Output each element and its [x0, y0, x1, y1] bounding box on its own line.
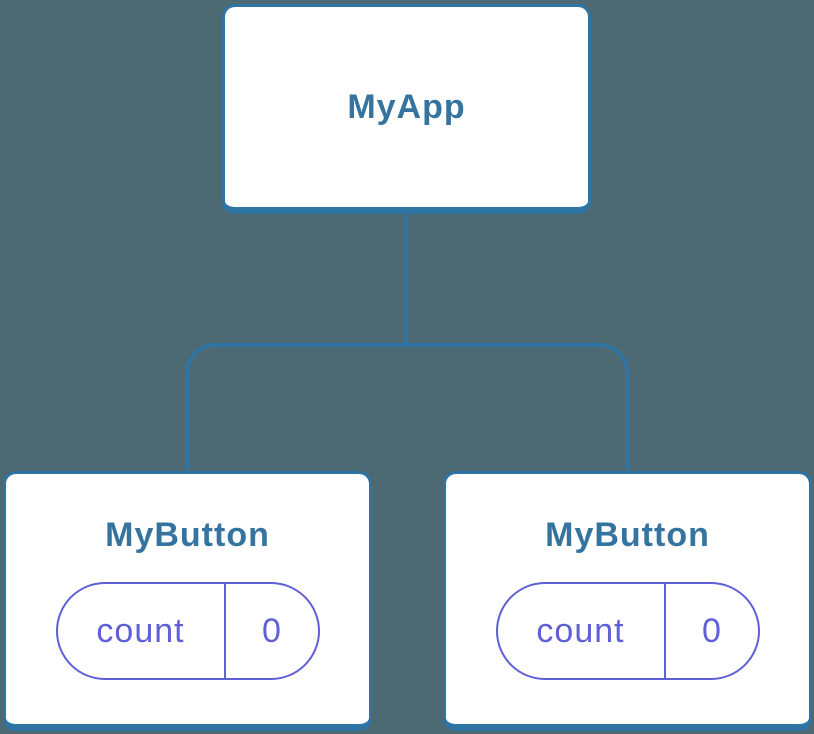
state-pill-left: count 0	[55, 582, 320, 680]
node-myapp-label: MyApp	[347, 88, 466, 126]
connector-stem-line	[404, 211, 408, 345]
state-pill-right: count 0	[495, 582, 760, 680]
node-mybutton-left: MyButton count 0	[3, 471, 372, 731]
node-mybutton-right-label: MyButton	[545, 516, 710, 554]
state-name-left: count	[58, 584, 226, 678]
state-value-left: 0	[262, 611, 281, 650]
state-value-right: 0	[702, 611, 721, 650]
state-name-right: count	[498, 584, 666, 678]
node-myapp: MyApp	[222, 4, 591, 214]
node-mybutton-right: MyButton count 0	[443, 471, 812, 731]
connector-bracket-line	[185, 343, 629, 471]
node-mybutton-left-label: MyButton	[105, 516, 270, 554]
